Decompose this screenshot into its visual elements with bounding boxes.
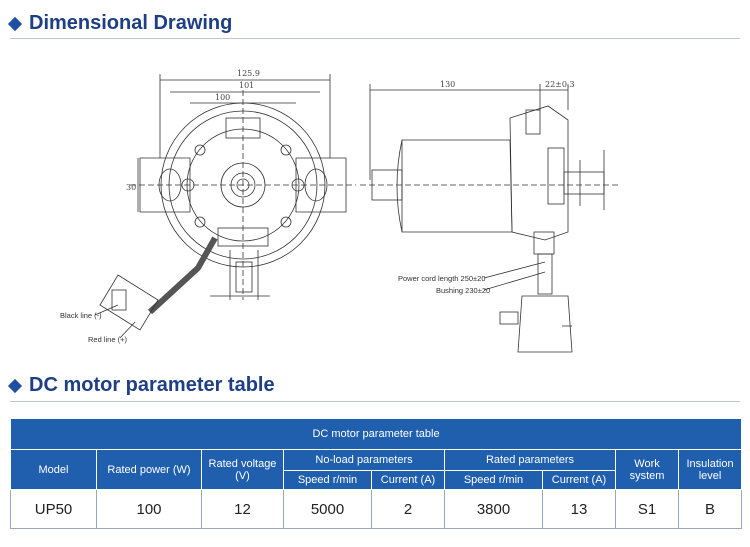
header-work-system: Work system xyxy=(615,449,679,490)
table-row: UP50 100 12 5000 2 3800 13 S1 B xyxy=(10,489,743,529)
dimensional-drawing: 125.9 101 100 130 22±0.3 30 Black line (… xyxy=(60,69,620,353)
cell-noload-speed: 5000 xyxy=(283,489,372,529)
dim-30: 30 xyxy=(126,183,136,192)
diamond-bullet-icon xyxy=(7,378,23,393)
header-model: Model xyxy=(10,449,97,490)
header-rated-speed: Speed r/min xyxy=(444,470,543,490)
diamond-bullet-icon xyxy=(7,16,23,31)
cell-work-system: S1 xyxy=(615,489,679,529)
section-title: Dimensional Drawing xyxy=(29,12,233,34)
label-bushing: Bushing 230±20 xyxy=(436,286,490,295)
cell-rated-voltage: 12 xyxy=(201,489,284,529)
section-divider xyxy=(10,401,740,402)
dim-125: 125.9 xyxy=(237,69,260,78)
header-noload-current: Current (A) xyxy=(371,470,445,490)
parameter-table: DC motor parameter table Model Rated pow… xyxy=(9,418,743,529)
label-black-line: Black line (-) xyxy=(60,311,102,320)
dim-101: 101 xyxy=(239,81,254,90)
cell-rated-speed: 3800 xyxy=(444,489,543,529)
cell-insulation: B xyxy=(677,489,743,529)
header-no-load: No-load parameters xyxy=(283,449,445,471)
cell-rated-power: 100 xyxy=(96,489,202,529)
header-noload-speed: Speed r/min xyxy=(283,470,372,490)
dim-100: 100 xyxy=(215,93,230,102)
section-header-table: DC motor parameter table xyxy=(7,374,275,397)
cell-noload-current: 2 xyxy=(371,489,445,529)
section-header-drawing: Dimensional Drawing xyxy=(7,12,233,35)
label-red-line: Red line (+) xyxy=(88,335,127,344)
section-title: DC motor parameter table xyxy=(29,374,275,396)
dim-22: 22±0.3 xyxy=(545,80,575,89)
cell-model: UP50 xyxy=(10,489,97,529)
dim-130: 130 xyxy=(440,80,455,89)
section-divider xyxy=(10,38,740,39)
cell-rated-current: 13 xyxy=(542,489,616,529)
header-rated-voltage: Rated voltage (V) xyxy=(201,449,284,490)
header-rated-power: Rated power (W) xyxy=(96,449,202,490)
label-power-cord: Power cord length 250±20 xyxy=(398,274,486,283)
header-rated-parameters: Rated parameters xyxy=(444,449,616,471)
header-rated-current: Current (A) xyxy=(542,470,616,490)
table-caption: DC motor parameter table xyxy=(9,418,743,450)
header-insulation: Insulation level xyxy=(677,449,743,490)
